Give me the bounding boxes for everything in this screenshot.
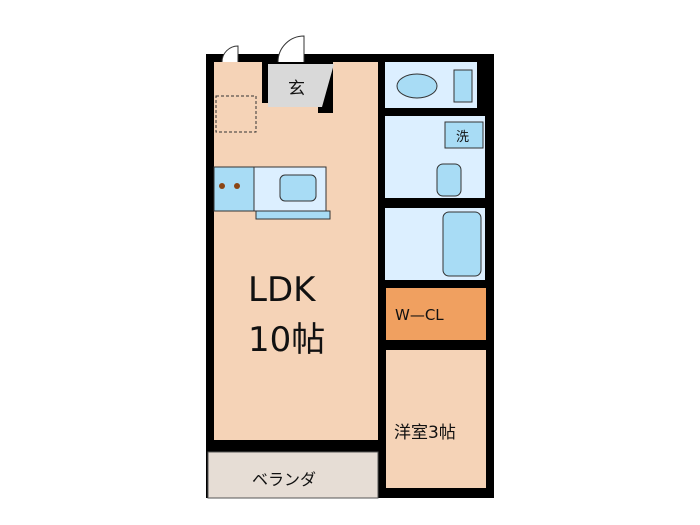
balcony-label: ベランダ [252,470,317,489]
balcony [207,451,379,499]
entrance-label: 玄 [288,79,305,99]
walk-in-closet [386,288,486,340]
ldk-label: LDK [248,270,316,310]
entrance-floor [268,64,334,107]
closet-label: W—CL [395,306,444,324]
washroom-label: 洗 [456,130,470,145]
ldk-size-label: 10帖 [248,320,326,360]
western-room-label: 洋室3帖 [394,423,456,443]
western-room [386,350,486,488]
